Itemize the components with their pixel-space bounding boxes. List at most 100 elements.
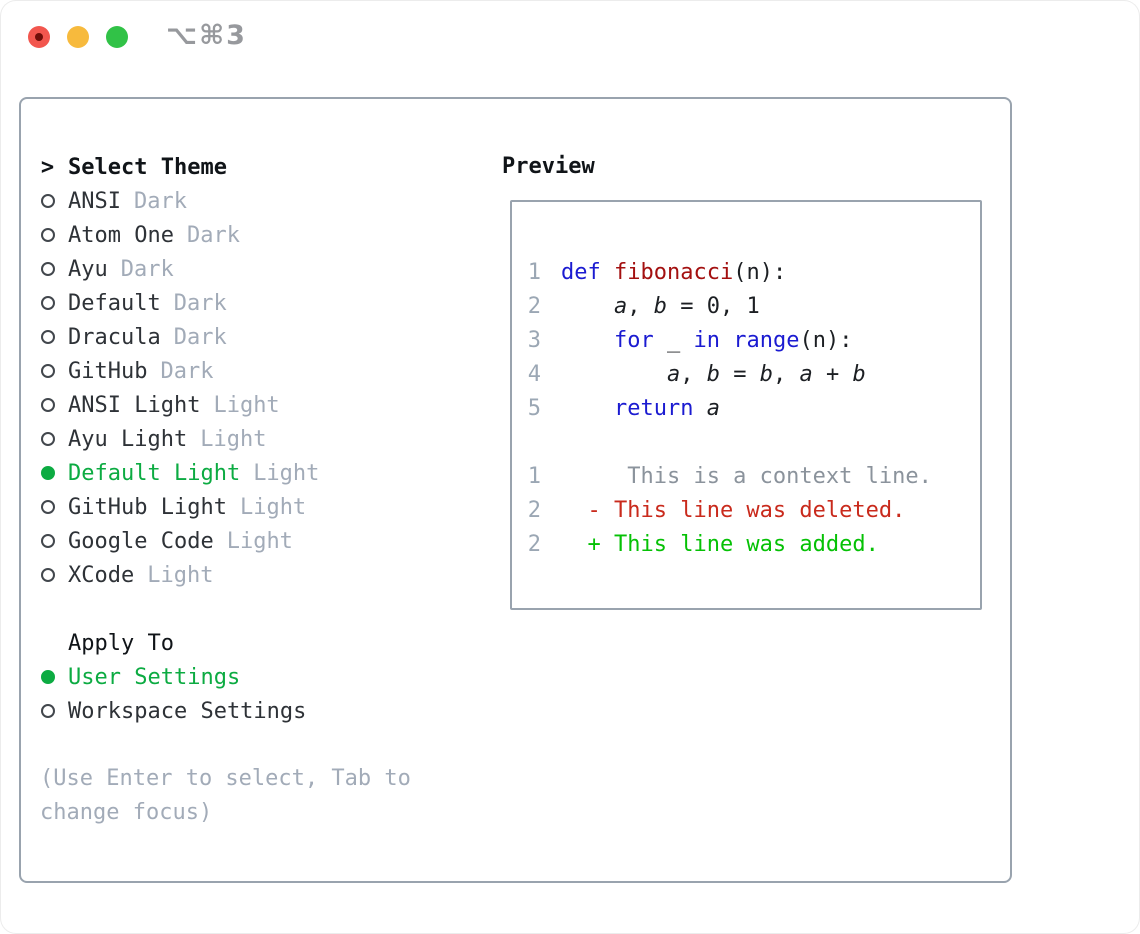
theme-variant-label: Light <box>213 392 280 418</box>
line-number: 4 <box>527 362 541 387</box>
selected-radio-icon <box>40 670 55 684</box>
select-theme-header: > Select Theme <box>40 150 411 184</box>
apply-to-option[interactable]: Workspace Settings <box>40 694 411 728</box>
line-content: - This line was deleted. <box>561 498 906 523</box>
radio-icon <box>40 398 55 412</box>
theme-option[interactable]: XCode Light <box>40 558 411 592</box>
theme-option[interactable]: Atom One Dark <box>40 218 411 252</box>
theme-name: Default Light <box>68 460 241 486</box>
blank-line <box>512 426 980 460</box>
radio-icon <box>40 500 55 514</box>
theme-option[interactable]: ANSI Light Light <box>40 388 411 422</box>
window-shortcut-label: ⌥⌘3 <box>166 20 247 51</box>
zoom-button-icon[interactable] <box>106 26 128 48</box>
title-bar: ⌥⌘3 <box>0 0 1140 97</box>
radio-circle <box>40 534 55 548</box>
theme-option[interactable]: GitHub Dark <box>40 354 411 388</box>
theme-name: XCode <box>68 562 135 588</box>
line-number: 5 <box>527 396 541 421</box>
theme-option[interactable]: Google Code Light <box>40 524 411 558</box>
theme-name: Google Code <box>68 528 214 554</box>
line-number: 2 <box>527 532 541 557</box>
radio-icon <box>40 432 55 446</box>
radio-circle <box>40 194 55 208</box>
radio-circle <box>40 398 55 412</box>
radio-circle <box>40 262 55 276</box>
hint-text-line-2: change focus) <box>40 800 213 825</box>
radio-circle <box>40 228 55 242</box>
theme-variant-label: Light <box>239 494 307 520</box>
theme-variant-label: Dark <box>173 290 227 316</box>
line-content: + This line was added. <box>561 532 879 557</box>
preview-title: Preview <box>502 154 595 179</box>
code-line: 4 a, b = b, a + b <box>512 358 980 392</box>
theme-variant-label: Light <box>226 528 293 554</box>
diff-added-line: 2 + This line was added. <box>512 528 980 562</box>
line-content: a, b = 0, 1 <box>613 294 760 319</box>
spacer <box>40 728 411 762</box>
apply-to-label: Workspace Settings <box>68 698 307 724</box>
radio-circle <box>40 296 55 310</box>
theme-name: Ayu Light <box>68 426 188 452</box>
line-content: for _ in range(n): <box>613 328 853 353</box>
prompt-icon: > <box>40 154 55 180</box>
theme-option[interactable]: Default Light Light <box>40 456 411 490</box>
minimize-button-icon[interactable] <box>67 26 89 48</box>
apply-to-title: Apply To <box>68 630 174 656</box>
radio-circle <box>40 500 55 514</box>
radio-circle <box>40 568 55 582</box>
code-line: 2 a, b = 0, 1 <box>512 290 980 324</box>
theme-option[interactable]: Ayu Light Light <box>40 422 411 456</box>
radio-icon <box>40 534 55 548</box>
diff-deleted-line: 2 - This line was deleted. <box>512 494 980 528</box>
line-number: 1 <box>527 260 541 285</box>
theme-variant-label: Dark <box>186 222 240 248</box>
line-number: 2 <box>527 498 541 523</box>
theme-option[interactable]: Dracula Dark <box>40 320 411 354</box>
apply-to-label: User Settings <box>68 664 241 690</box>
theme-name: Ayu <box>68 256 108 282</box>
apply-to-option[interactable]: User Settings <box>40 660 411 694</box>
theme-name: Dracula <box>68 324 161 350</box>
radio-icon <box>40 228 55 242</box>
code-line: 5 return a <box>512 392 980 426</box>
radio-circle <box>40 704 55 718</box>
theme-name: ANSI Light <box>68 392 201 418</box>
line-number: 3 <box>527 328 541 353</box>
radio-circle <box>40 466 55 480</box>
theme-name: Atom One <box>68 222 174 248</box>
radio-icon <box>40 262 55 276</box>
code-line: 3 for _ in range(n): <box>512 324 980 358</box>
radio-circle <box>40 670 55 684</box>
diff-context-line: 1 This is a context line. <box>512 460 980 494</box>
line-number: 2 <box>527 294 541 319</box>
theme-name: Default <box>68 290 161 316</box>
theme-variant-label: Light <box>147 562 214 588</box>
spacer <box>40 592 411 626</box>
line-content: This is a context line. <box>561 464 932 489</box>
radio-icon <box>40 330 55 344</box>
radio-icon <box>40 364 55 378</box>
close-button-icon[interactable] <box>28 26 50 48</box>
radio-circle <box>40 330 55 344</box>
line-content: def fibonacci(n): <box>561 260 787 285</box>
theme-name: GitHub <box>68 358 148 384</box>
theme-variant-label: Dark <box>133 188 187 214</box>
theme-variant-label: Light <box>200 426 267 452</box>
line-number <box>512 426 541 460</box>
theme-variant-label: Light <box>253 460 320 486</box>
theme-variant-label: Dark <box>173 324 227 350</box>
radio-circle <box>40 432 55 446</box>
theme-variant-label: Dark <box>160 358 214 384</box>
theme-option[interactable]: Default Dark <box>40 286 411 320</box>
hint-text-line-1: (Use Enter to select, Tab to <box>40 766 411 791</box>
